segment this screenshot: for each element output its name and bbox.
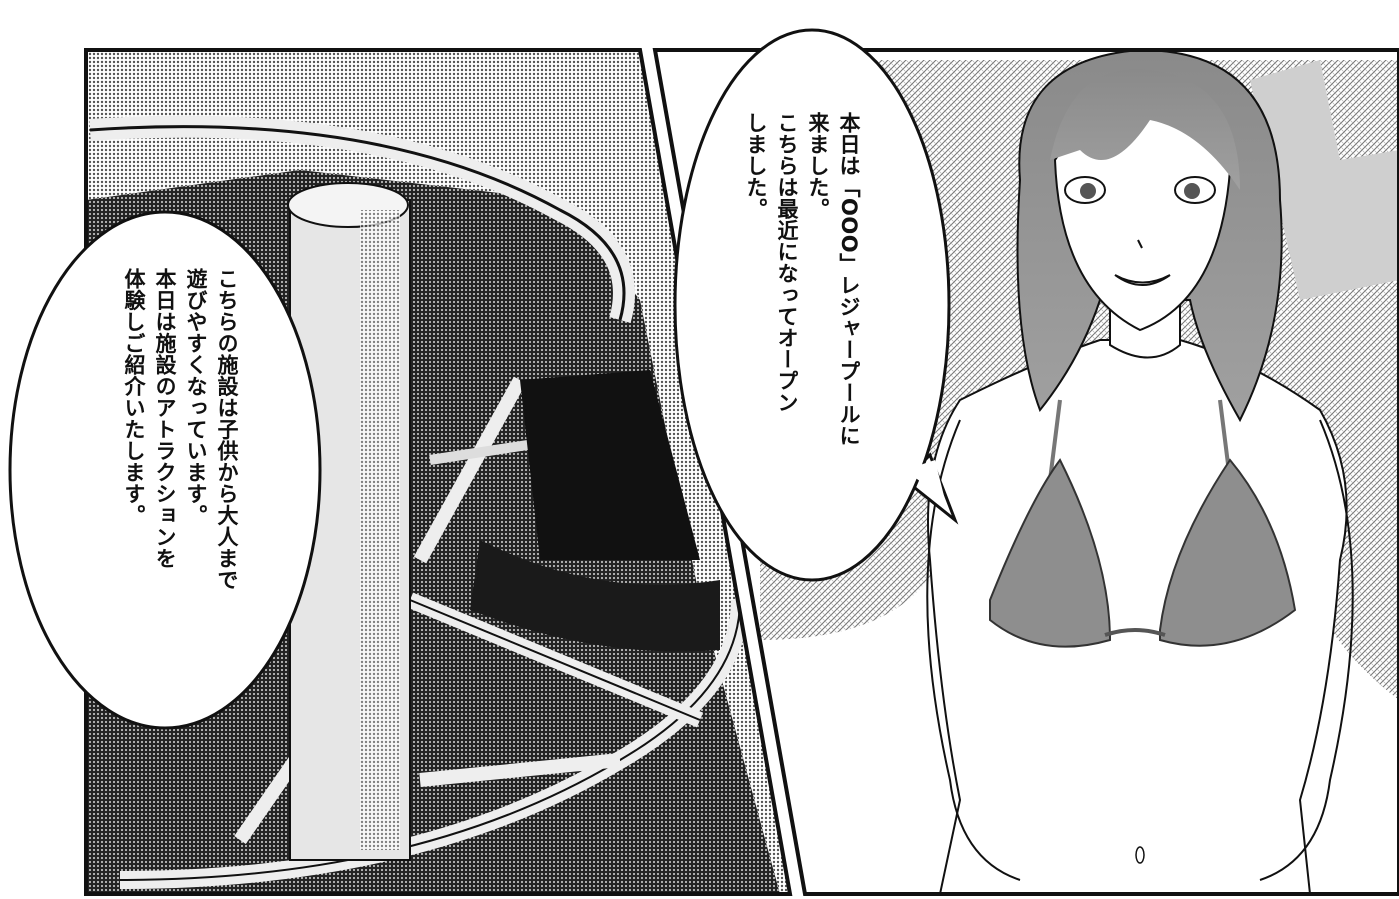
speech-text-right: 本日は「OOO」レジャープールに 来ました。 こちらは最近になってオープン しま… (740, 112, 864, 512)
speech-line: しました。 (744, 112, 768, 220)
speech-line: 遊びやすくなっています。 (184, 268, 208, 526)
speech-line: 体験しご紹介いたします。 (122, 268, 146, 526)
speech-bubble-right (673, 28, 959, 582)
speech-line: こちらの施設は子供から大人まで (215, 268, 239, 591)
speech-line: こちらは最近になってオープン (775, 112, 799, 413)
speech-bubble-left (8, 210, 322, 730)
speech-text-left: こちらの施設は子供から大人まで 遊びやすくなっています。 本日は施設のアトラクシ… (118, 268, 242, 678)
speech-line: 本日は施設のアトラクションを (153, 268, 177, 569)
speech-line: 本日は「OOO」レジャープールに (837, 112, 861, 447)
speech-line: 来ました。 (806, 112, 830, 220)
